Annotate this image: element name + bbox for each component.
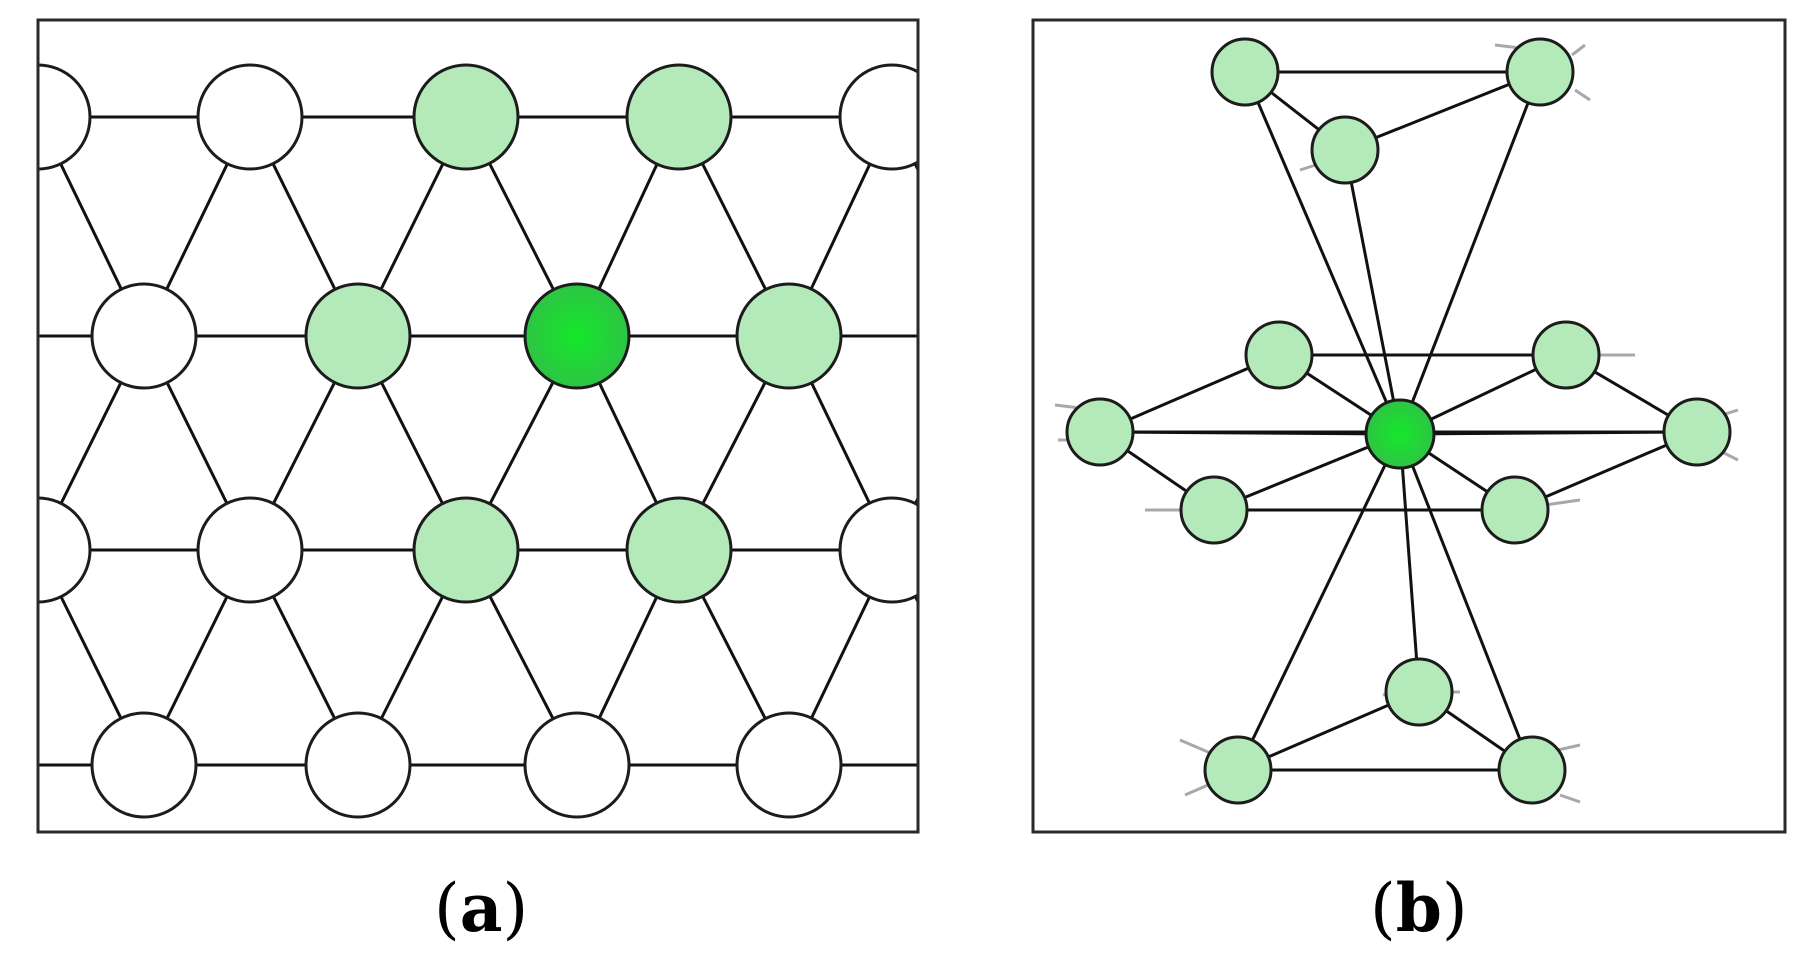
bond-stub	[1559, 793, 1581, 804]
panel-b-frame	[1031, 18, 1787, 834]
lattice-node	[304, 711, 412, 819]
bond-stub	[1557, 743, 1581, 752]
coordination-node-neighbor	[1244, 320, 1314, 390]
lattice-node	[838, 496, 918, 604]
coordination-edges	[1099, 70, 1698, 772]
lattice-edges	[38, 115, 918, 767]
lattice-node-neighbor	[625, 496, 733, 604]
lattice-node	[523, 711, 631, 819]
caption-b-close: )	[1441, 870, 1468, 947]
bond-stub	[1721, 450, 1739, 462]
coordination-nodes	[1065, 37, 1732, 805]
lattice-node-neighbor	[625, 63, 733, 171]
coordination-node-neighbor	[1310, 115, 1380, 185]
lattice-node-neighbor	[304, 282, 412, 390]
coordination-bond	[1343, 149, 1402, 435]
lattice-node-center	[523, 282, 631, 390]
coordination-bond	[1399, 430, 1698, 436]
caption-b-open: (	[1370, 870, 1396, 947]
coordination-bond	[1398, 433, 1421, 693]
coordination-node-neighbor	[1662, 397, 1732, 467]
coordination-node-neighbor	[1505, 37, 1575, 107]
coordination-node-neighbor	[1497, 735, 1567, 805]
coordination-bond	[1243, 71, 1402, 435]
coordination-bond	[1398, 71, 1542, 435]
caption-a-close: )	[502, 870, 529, 947]
lattice-node	[196, 496, 304, 604]
coordination-node-neighbor	[1480, 475, 1550, 545]
coordination-edge	[1344, 70, 1541, 152]
lattice-node	[38, 63, 92, 171]
panel-b-coordination-structure	[1031, 18, 1787, 834]
lattice-node	[948, 284, 1052, 388]
lattice-node-neighbor	[412, 63, 520, 171]
coordination-node-neighbor	[1065, 397, 1135, 467]
panel-a-frame	[36, 18, 920, 834]
coordination-node-neighbor	[1203, 735, 1273, 805]
caption-a: (a)	[434, 868, 528, 949]
coordination-node-neighbor	[1531, 320, 1601, 390]
coordination-node-neighbor	[1210, 37, 1280, 107]
caption-b: (b)	[1370, 868, 1468, 949]
lattice-node	[838, 63, 918, 171]
bond-stub	[1571, 43, 1586, 57]
coordination-node-center	[1364, 398, 1436, 470]
coordination-bond	[1236, 433, 1402, 771]
lattice-node	[948, 713, 1052, 817]
coordination-bond	[1099, 430, 1401, 436]
lattice-node	[90, 711, 198, 819]
caption-a-open: (	[434, 870, 460, 947]
lattice-node	[38, 496, 92, 604]
lattice-node	[735, 711, 843, 819]
panel-a-triangular-lattice	[36, 18, 1052, 834]
lattice-network	[38, 63, 1052, 819]
bond-stub	[1574, 88, 1591, 102]
lattice-node-neighbor	[735, 282, 843, 390]
caption-a-letter: a	[459, 869, 503, 947]
lattice-node	[90, 282, 198, 390]
bond-stub	[1544, 498, 1581, 507]
coordination-bond	[1398, 433, 1534, 771]
caption-b-letter: b	[1395, 869, 1442, 947]
lattice-nodes	[38, 63, 1052, 819]
lattice-node	[196, 63, 304, 171]
lattice-node-neighbor	[412, 496, 520, 604]
coordination-node-neighbor	[1179, 475, 1249, 545]
coordination-node-neighbor	[1384, 657, 1454, 727]
